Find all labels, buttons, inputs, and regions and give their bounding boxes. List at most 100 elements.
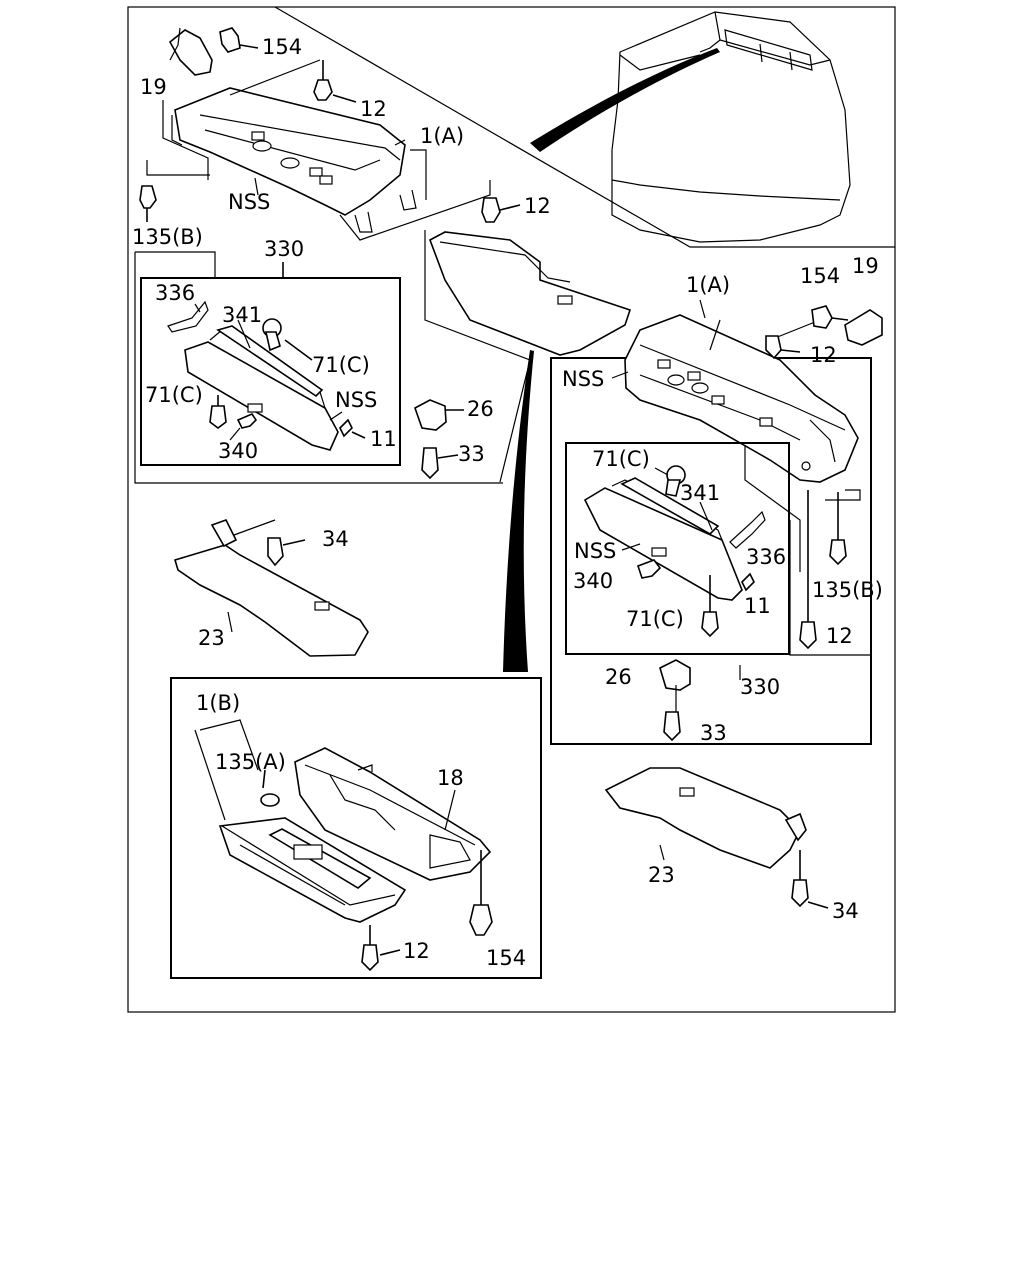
callout-71c-left-bottom: 71(C) (145, 383, 203, 407)
latch-336-right (729, 510, 766, 549)
sun-visor-23-left (174, 519, 369, 657)
screw-154-bottom (469, 850, 493, 936)
glove-box-lid-right (583, 477, 743, 601)
callout-340-left: 340 (218, 439, 258, 463)
lower-trim-panel-center (429, 231, 632, 356)
sun-visor-23-right (604, 767, 807, 869)
screw-12-right-lower (799, 490, 817, 650)
callout-1a-top-left: 1(A) (420, 124, 464, 148)
callout-71c-right-top: 71(C) (592, 447, 650, 471)
callout-154-top-left: 154 (262, 35, 302, 59)
callout-11-right: 11 (744, 594, 771, 618)
screw-12-top-left (313, 60, 357, 103)
latch-336-left (167, 300, 209, 333)
pointer-arc-lower (503, 350, 534, 672)
callout-23-right: 23 (648, 863, 675, 887)
screw-71c-right-top (665, 465, 686, 497)
leader-1b (199, 719, 259, 771)
callout-154-right: 154 (800, 264, 840, 288)
diagram-frame (127, 6, 896, 1013)
screw-71c-left-top (262, 318, 313, 361)
screw-34-left (267, 537, 306, 567)
callout-336-left: 336 (155, 281, 195, 305)
callout-leader-lines (194, 139, 741, 861)
leader-right-dashed-2 (744, 445, 801, 572)
screw-135b-left (139, 185, 157, 222)
screw-33-right (663, 711, 681, 742)
callout-12-top-left: 12 (360, 97, 387, 121)
callout-1a-right: 1(A) (686, 273, 730, 297)
callout-33-right: 33 (700, 721, 727, 745)
glove-box-assembly-box-left (140, 277, 401, 466)
screw-71c-right-bottom (701, 575, 719, 638)
dash-panel-left-assembly (146, 59, 491, 241)
callout-341-left: 341 (222, 303, 262, 327)
screw-12-bottom (361, 925, 401, 972)
callout-12-bottom: 12 (403, 939, 430, 963)
clip-135a (260, 769, 280, 807)
callout-135a: 135(A) (215, 750, 286, 774)
screw-154-left (219, 27, 259, 53)
box-left-outer-frame (134, 252, 503, 484)
hook-340-left (236, 413, 258, 429)
callout-nss-right: NSS (562, 367, 604, 391)
callout-12-right: 12 (810, 343, 837, 367)
callout-135b-left: 135(B) (132, 225, 203, 249)
context-outline-lines (274, 6, 895, 483)
leader-right-frame (789, 520, 871, 656)
callout-330-left: 330 (264, 237, 304, 261)
callout-nss-right-2: NSS (574, 539, 616, 563)
callout-labels: 154 19 12 1(A) NSS 135(B) 12 330 336 341… (132, 35, 883, 970)
callout-340-right: 340 (573, 569, 613, 593)
callout-71c-right-bottom: 71(C) (626, 607, 684, 631)
vehicle-cab-illustration (611, 11, 851, 243)
callout-12-right-lower: 12 (826, 624, 853, 648)
leader-1b-2 (194, 729, 226, 821)
screw-34-right (791, 850, 829, 909)
hanger-26-left (414, 399, 464, 431)
callout-23-left: 23 (198, 626, 225, 650)
box-left-outer-bracket (135, 251, 216, 278)
pin-11-right (741, 572, 755, 592)
pin-11-left (339, 418, 366, 439)
pointer-arc-upper (530, 48, 720, 152)
console-box-1b (170, 677, 542, 979)
callout-135b-right: 135(B) (812, 578, 883, 602)
callout-34-left: 34 (322, 527, 349, 551)
callout-19-top-left: 19 (140, 75, 167, 99)
screw-154-right (811, 305, 849, 329)
callout-nss-top-left: NSS (228, 190, 270, 214)
leader-right-dashed (825, 489, 861, 501)
callout-71c-left-top: 71(C) (312, 353, 370, 377)
glove-box-assembly-box-right (565, 442, 790, 655)
screw-33-left (421, 447, 459, 480)
callout-19-right: 19 (852, 254, 879, 278)
callout-nss-left: NSS (335, 388, 377, 412)
callout-34-right: 34 (832, 899, 859, 923)
screw-135b-right (829, 492, 847, 566)
callout-26-right: 26 (605, 665, 632, 689)
console-bracket-18 (294, 747, 492, 881)
callout-18: 18 (437, 766, 464, 790)
callout-12-mid: 12 (524, 194, 551, 218)
glove-box-lid-left (184, 325, 339, 451)
callout-336-right: 336 (746, 545, 786, 569)
bracket-19-right (844, 309, 883, 346)
callout-26-left: 26 (467, 397, 494, 421)
bracket-19-left (168, 27, 213, 76)
overhead-console-1b (218, 817, 407, 923)
callout-33-left: 33 (458, 442, 485, 466)
callout-154-bottom: 154 (486, 946, 526, 970)
callout-11-left: 11 (370, 427, 397, 451)
screw-12-mid (481, 197, 521, 223)
dash-panel-right (624, 314, 859, 483)
callout-330-right: 330 (740, 675, 780, 699)
screw-12-right (765, 335, 801, 360)
hanger-26-right (659, 659, 691, 691)
callout-341-right: 341 (680, 481, 720, 505)
callout-1b: 1(B) (196, 691, 240, 715)
hook-340-right (636, 559, 662, 579)
screw-71c-left-bottom (209, 395, 227, 429)
